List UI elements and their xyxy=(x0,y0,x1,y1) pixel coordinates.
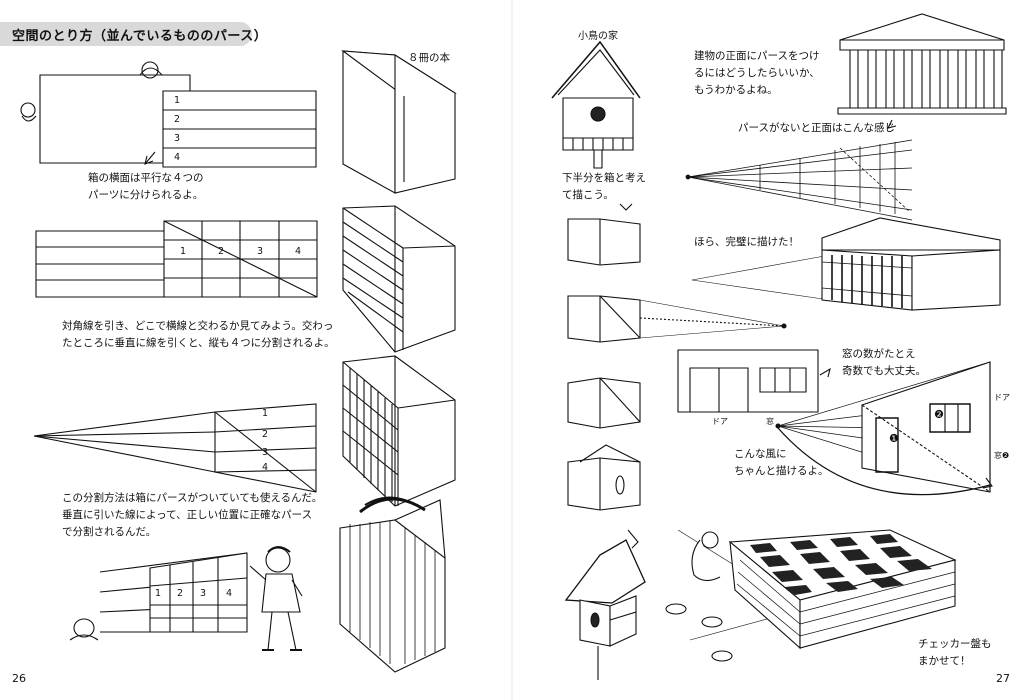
caption-box-side-line-2: パーツに分けられるよ。 xyxy=(88,187,204,204)
house-front-flat xyxy=(678,350,830,412)
marker-1: ❶ xyxy=(889,432,899,445)
caption-birdhouse: 下半分を箱と考え て描こう。 xyxy=(562,170,646,204)
caption-birdhouse-line-2: て描こう。 xyxy=(562,187,646,204)
figure-number-1: 1 xyxy=(174,95,180,106)
figure-box-side xyxy=(21,62,316,167)
birdhouse-front xyxy=(552,42,640,168)
caption-windows: 窓の数がたとえ 奇数でも大丈夫。 xyxy=(842,346,926,380)
figure-number-3: 3 xyxy=(174,133,180,144)
perspective-number-4: 4 xyxy=(262,462,268,473)
figure-perspective-panel xyxy=(34,404,316,492)
figure-number-2: 2 xyxy=(174,114,180,125)
perspective-number-1: 1 xyxy=(262,408,268,419)
label-books: ８冊の本 xyxy=(408,50,450,67)
caption-like-this-line-1: こんな風に xyxy=(734,446,829,463)
caption-perspective-line-2: 垂直に引いた線によって、正しい位置に正確なパース xyxy=(62,507,322,524)
perspective-number-2: 2 xyxy=(262,429,268,440)
wall-number-3: 3 xyxy=(200,588,206,599)
caption-perspective: この分割方法は箱にパースがついていても使えるんだ。 垂直に引いた線によって、正し… xyxy=(62,490,322,541)
grid-number-4: 4 xyxy=(295,246,301,257)
section-banner: 空間のとり方（並んでいるもののパース） xyxy=(0,22,252,46)
caption-diagonal: 対角線を引き、どこで横線と交わるか見てみよう。交わっ たところに垂直に線を引くと… xyxy=(62,318,335,352)
perspective-number-3: 3 xyxy=(262,447,268,458)
book-box-plain xyxy=(343,51,455,193)
caption-done: ほら、完璧に描けた！ xyxy=(694,234,799,251)
temple-3d xyxy=(692,218,1000,310)
caption-temple-line-2: るにはどうしたらいいか、 xyxy=(694,65,820,82)
caption-box-side: 箱の横面は平行な４つの パーツに分けられるよ。 xyxy=(88,170,204,204)
caption-like-this: こんな風に ちゃんと描けるよ。 xyxy=(734,446,829,480)
wall-number-4: 4 xyxy=(226,588,232,599)
grid-number-1: 1 xyxy=(180,246,186,257)
figure-number-4: 4 xyxy=(174,152,180,163)
caption-windows-line-2: 奇数でも大丈夫。 xyxy=(842,363,926,380)
caption-perspective-line-1: この分割方法は箱にパースがついていても使えるんだ。 xyxy=(62,490,322,507)
caption-box-side-line-1: 箱の横面は平行な４つの xyxy=(88,170,204,187)
caption-diagonal-line-2: たところに垂直に線を引くと、縦も４つに分割されるよ。 xyxy=(62,335,335,352)
book-box-lined xyxy=(343,206,455,352)
wall-number-1: 1 xyxy=(155,588,161,599)
birdhouse-3d xyxy=(566,530,732,680)
caption-temple-line-3: もうわかるよね。 xyxy=(694,82,820,99)
grid-number-3: 3 xyxy=(257,246,263,257)
checker-board xyxy=(678,530,955,648)
caption-temple: 建物の正面にパースをつけ るにはどうしたらいいか、 もうわかるよね。 xyxy=(694,48,820,99)
book-box-shaded xyxy=(340,498,445,673)
figure-boy-wall xyxy=(70,547,302,650)
caption-checker: チェッカー盤も まかせて！ xyxy=(918,636,992,670)
caption-perspective-line-3: で分割されるんだ。 xyxy=(62,524,322,541)
book-box-grid xyxy=(343,356,455,506)
temple-front xyxy=(838,14,1006,128)
caption-diagonal-line-1: 対角線を引き、どこで横線と交わるか見てみよう。交わっ xyxy=(62,318,335,335)
label-window: 窓 xyxy=(766,416,774,427)
temple-perspective-guide xyxy=(686,140,912,220)
label-door: ドア xyxy=(712,416,728,427)
caption-windows-line-1: 窓の数がたとえ xyxy=(842,346,926,363)
caption-like-this-line-2: ちゃんと描けるよ。 xyxy=(734,463,829,480)
grid-number-2: 2 xyxy=(218,246,224,257)
label-birdhouse: 小鳥の家 xyxy=(578,28,618,45)
marker-2: ❷ xyxy=(934,408,944,421)
page-number-left: 26 xyxy=(12,672,26,685)
wall-number-2: 2 xyxy=(177,588,183,599)
page-number-right: 27 xyxy=(996,672,1010,685)
section-title: 空間のとり方（並んでいるもののパース） xyxy=(12,25,267,44)
label-door-vertical: ドア xyxy=(994,392,1010,403)
caption-checker-line-2: まかせて！ xyxy=(918,653,992,670)
caption-birdhouse-line-1: 下半分を箱と考え xyxy=(562,170,646,187)
caption-checker-line-1: チェッカー盤も xyxy=(918,636,992,653)
caption-temple-line-1: 建物の正面にパースをつけ xyxy=(694,48,820,65)
caption-no-perspective: パースがないと正面はこんな感じ xyxy=(738,120,895,137)
figure-diagonal-grid xyxy=(36,221,317,297)
label-window-circle: 窓❷ xyxy=(994,450,1009,461)
